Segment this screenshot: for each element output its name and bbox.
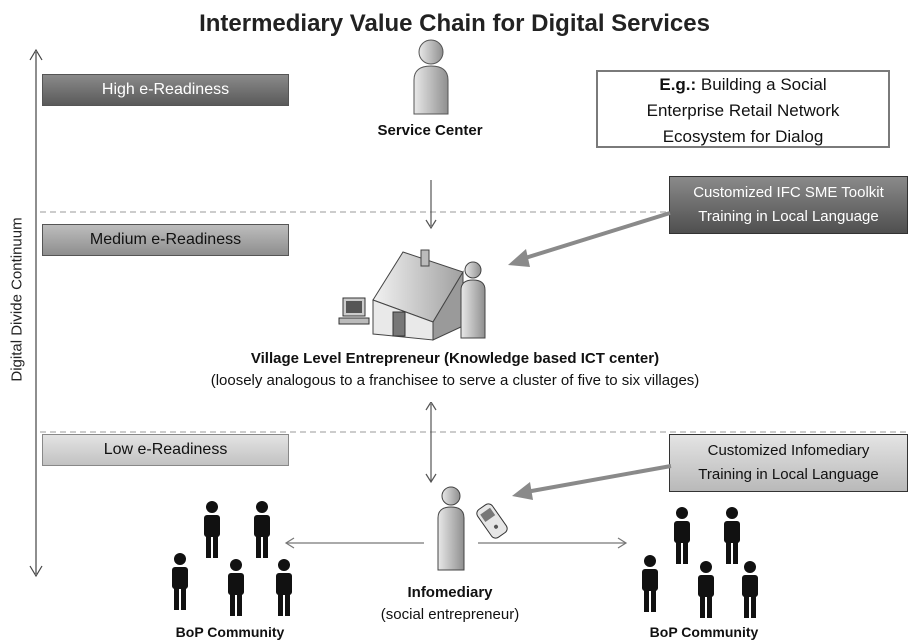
diagram-title: Intermediary Value Chain for Digital Ser… — [199, 10, 710, 37]
infomediary-training-callout: Customized Infomediary Training in Local… — [669, 434, 908, 492]
axis-label: Digital Divide Continuum — [8, 217, 26, 382]
vle-subtitle: (loosely analogous to a franchisee to se… — [210, 372, 700, 389]
service-to-vle-arrow — [425, 180, 437, 230]
sme-callout-line2: Training in Local Language — [698, 208, 879, 225]
infomediary-person-icon — [437, 486, 465, 571]
low-readiness-label: Low e-Readiness — [42, 434, 289, 466]
infomediary-callout-arrow — [512, 464, 672, 500]
service-center-label: Service Center — [377, 122, 483, 139]
vle-person-icon — [460, 261, 486, 339]
separator-low — [40, 431, 909, 433]
bop-community-left-people-icon — [172, 501, 292, 616]
infomediary-to-right-community-arrow — [478, 537, 628, 549]
service-center-person-icon — [413, 39, 449, 115]
info-callout-line1: Customized Infomediary — [707, 442, 870, 459]
sme-toolkit-callout: Customized IFC SME Toolkit Training in L… — [669, 176, 908, 234]
example-box: E.g.: Building a Social Enterprise Retai… — [596, 70, 890, 148]
infomediary-subtitle: (social entrepreneur) — [380, 606, 520, 623]
high-readiness-label: High e-Readiness — [42, 74, 289, 106]
vle-infomediary-arrow — [425, 402, 437, 484]
medium-readiness-label: Medium e-Readiness — [42, 224, 289, 256]
vle-title: Village Level Entrepreneur (Knowledge ba… — [250, 350, 660, 367]
example-line1: Building a Social — [696, 75, 827, 94]
infomediary-label: Infomediary — [407, 584, 493, 601]
example-line3: Ecosystem for Dialog — [662, 127, 824, 146]
mobile-phone-icon — [476, 503, 508, 539]
info-callout-line2: Training in Local Language — [698, 466, 879, 483]
sme-callout-line1: Customized IFC SME Toolkit — [693, 184, 884, 201]
bop-community-right-label: BoP Community — [649, 624, 759, 640]
digital-divide-axis-arrow — [29, 48, 43, 578]
bop-community-left-label: BoP Community — [175, 624, 285, 640]
example-line2: Enterprise Retail Network — [646, 101, 840, 120]
infomediary-to-left-community-arrow — [284, 537, 424, 549]
sme-callout-arrow — [508, 211, 671, 267]
village-ict-center-house-icon — [338, 249, 464, 341]
example-prefix: E.g.: — [659, 75, 697, 94]
bop-community-right-people-icon — [642, 507, 758, 618]
